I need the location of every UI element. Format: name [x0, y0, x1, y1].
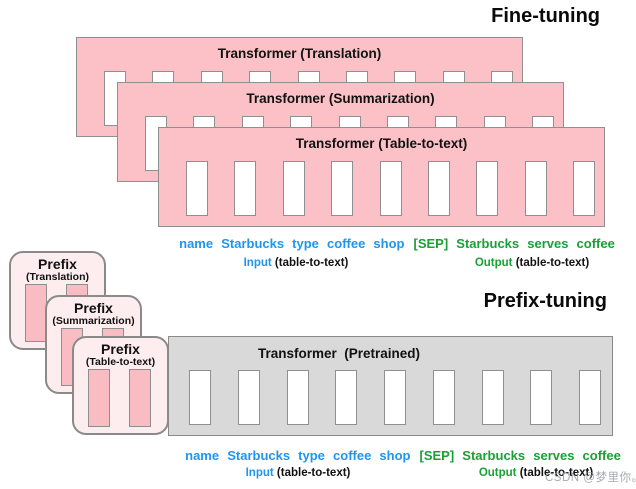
transformer-box-translation-label: Transformer (Translation) [217, 46, 382, 61]
token-slot [335, 370, 358, 425]
token-slot [432, 370, 455, 425]
token-row [186, 161, 595, 216]
prefix-box-translation-sublabel: (Translation) [25, 270, 89, 283]
output-label: Output (table-to-text) [478, 467, 594, 479]
prefix-box-summarization-label: Prefix [74, 300, 113, 316]
token-slot [530, 370, 553, 425]
token-slot [476, 161, 499, 216]
output-tokens-text: [SEP] Starbucks serves coffee [419, 448, 621, 463]
token-slot [379, 161, 402, 216]
transformer-box-table-to-text-label: Transformer (Table-to-text) [295, 136, 468, 151]
input-tokens-text: name Starbucks type coffee shop [185, 448, 411, 463]
token-slot [384, 370, 406, 425]
token-slot [129, 369, 151, 427]
token-slot [25, 284, 47, 342]
prefix-box-summarization-sublabel: (Summarization) [52, 314, 135, 327]
prefix-box-translation-label: Prefix [38, 256, 77, 272]
prefix-tuning-token-sentence: name Starbucks type coffee shop [SEP] Sta… [185, 448, 621, 463]
prefix-box-table-to-text: Prefix (Table-to-text) [72, 336, 169, 435]
token-row [189, 370, 601, 425]
transformer-box-pretrained: Transformer (Pretrained) [168, 336, 613, 436]
prefix-box-table-to-text-label: Prefix [101, 341, 140, 357]
output-tokens-text: [SEP] Starbucks serves coffee [413, 236, 615, 251]
input-label-suffix: (table-to-text) [274, 257, 349, 269]
token-slot [481, 370, 504, 425]
token-slot [286, 370, 309, 425]
output-label-suffix: (table-to-text) [519, 467, 594, 479]
token-slot [579, 370, 601, 425]
fine-tuning-title: Fine-tuning [491, 5, 600, 27]
token-slot [573, 161, 595, 216]
token-slot [88, 369, 110, 427]
prefix-token-row [88, 369, 151, 427]
token-slot [524, 161, 547, 216]
token-slot [427, 161, 450, 216]
transformer-box-pretrained-label: Transformer (Pretrained) [257, 346, 421, 361]
token-slot [331, 161, 354, 216]
transformer-box-table-to-text: Transformer (Table-to-text) [158, 127, 605, 227]
transformer-box-summarization-label: Transformer (Summarization) [246, 91, 435, 106]
output-label-suffix: (table-to-text) [515, 257, 590, 269]
token-slot [186, 161, 208, 216]
prefix-box-table-to-text-sublabel: (Table-to-text) [85, 355, 156, 368]
output-label: Output (table-to-text) [474, 257, 590, 269]
token-slot [237, 370, 260, 425]
input-label: Input (table-to-text) [245, 467, 351, 479]
token-slot [189, 370, 211, 425]
token-slot [282, 161, 305, 216]
input-label: Input (table-to-text) [243, 257, 349, 269]
input-tokens-text: name Starbucks type coffee shop [179, 236, 405, 251]
prefix-tuning-title: Prefix-tuning [483, 290, 607, 312]
token-slot [234, 161, 257, 216]
input-label-suffix: (table-to-text) [276, 467, 351, 479]
csdn-watermark: CSDN @梦里你。 [545, 472, 636, 484]
fine-tuning-token-sentence: name Starbucks type coffee shop [SEP] Sta… [179, 236, 615, 251]
